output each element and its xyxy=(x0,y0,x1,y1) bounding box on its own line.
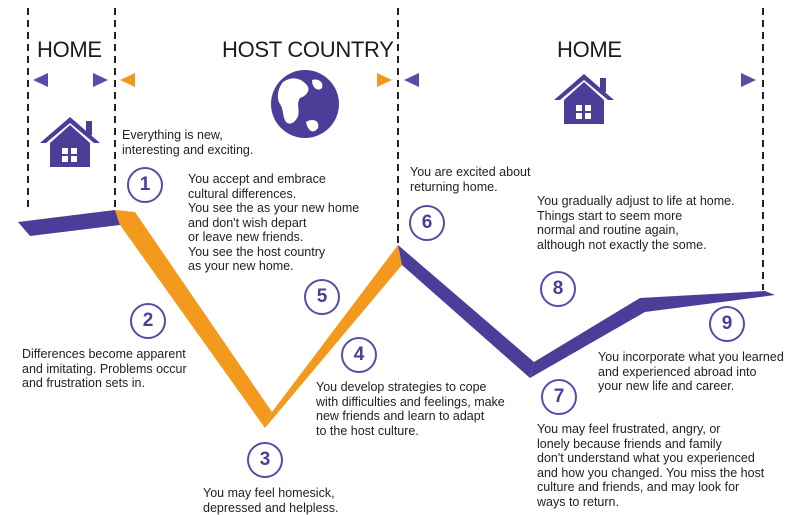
arrow-left-icon xyxy=(33,73,48,87)
stage-number-9: 9 xyxy=(709,306,745,342)
stage-number-4: 4 xyxy=(341,337,377,373)
stage-description-3: You may feel homesick, depressed and hel… xyxy=(203,486,339,515)
house-icon xyxy=(554,74,614,124)
house-icon xyxy=(40,117,100,167)
stage-description-2: Differences become apparent and imitatin… xyxy=(22,347,187,390)
curve-up-orange xyxy=(265,245,402,428)
stage-number-8: 8 xyxy=(540,271,576,307)
arrow-right-icon xyxy=(377,73,392,87)
stage-description-1: Everything is new, interesting and excit… xyxy=(122,128,254,157)
globe-icon xyxy=(271,70,339,138)
stage-description-9: You incorporate what you learned and exp… xyxy=(598,350,784,393)
curve-home-segment xyxy=(18,210,120,236)
section-title-home-left: HOME xyxy=(37,37,102,62)
arrow-right-icon xyxy=(93,73,108,87)
arrow-right-icon xyxy=(741,73,756,87)
curve-up-purple xyxy=(530,291,775,378)
stage-number-6: 6 xyxy=(409,205,445,241)
arrow-left-icon xyxy=(404,73,419,87)
section-dividers xyxy=(27,8,764,290)
stage-description-4: You develop strategies to cope with diff… xyxy=(316,380,505,438)
stage-number-7: 7 xyxy=(541,379,577,415)
stage-description-5: You accept and embrace cultural differen… xyxy=(188,172,360,273)
section-title-host-country: HOST COUNTRY xyxy=(222,37,394,62)
curve-down-purple xyxy=(398,245,534,378)
stage-description-6: You are excited about returning home. xyxy=(410,165,531,194)
stage-description-7: You may feel frustrated, angry, or lonel… xyxy=(537,422,765,509)
adjustment-curve xyxy=(18,210,775,428)
section-title-home-right: HOME xyxy=(557,37,622,62)
span-arrows xyxy=(33,73,756,87)
stage-description-8: You gradually adjust to life at home. Th… xyxy=(537,194,735,252)
stage-number-2: 2 xyxy=(130,303,166,339)
curve-down-orange xyxy=(115,210,272,428)
stage-number-3: 3 xyxy=(247,442,283,478)
stage-number-1: 1 xyxy=(127,167,163,203)
arrow-left-icon xyxy=(120,73,135,87)
stage-number-5: 5 xyxy=(304,279,340,315)
